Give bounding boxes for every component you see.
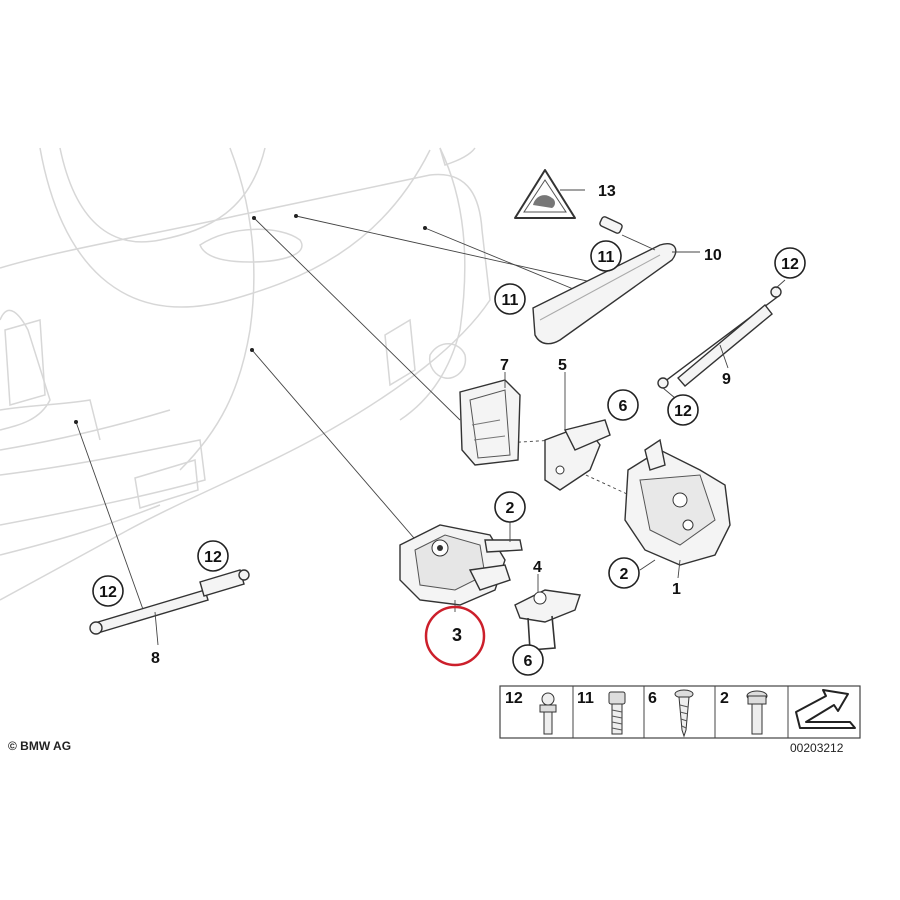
label-7: 7 <box>500 357 509 374</box>
diagram-number: 00203212 <box>790 741 844 755</box>
wood-screw-icon <box>674 689 694 738</box>
svg-text:2: 2 <box>506 500 515 517</box>
svg-text:11: 11 <box>598 249 615 266</box>
svg-text:11: 11 <box>502 292 519 309</box>
callout-12-right-bottom: 12 <box>667 394 699 426</box>
label-1: 1 <box>672 581 681 598</box>
callout-11-left: 11 <box>494 283 526 315</box>
gas-strut-right <box>657 279 786 399</box>
copyright-text: © BMW AG <box>8 739 71 753</box>
label-9: 9 <box>722 371 731 388</box>
label-4: 4 <box>533 559 542 576</box>
hex-bolt-icon <box>608 691 626 735</box>
callout-12-right-top: 12 <box>774 247 806 279</box>
bracket-part-7 <box>459 372 521 466</box>
legend-label-2: 2 <box>720 690 729 707</box>
label-10: 10 <box>704 247 722 264</box>
warning-label-part <box>514 169 585 219</box>
svg-text:12: 12 <box>99 584 117 601</box>
callout-2-top: 2 <box>494 491 526 523</box>
callouts: 11 11 12 12 12 12 6 6 <box>92 183 806 676</box>
callout-6-bottom: 6 <box>512 644 544 676</box>
car-body-outline <box>0 147 491 601</box>
svg-text:3: 3 <box>452 625 462 645</box>
arrow-icon <box>795 689 856 729</box>
svg-text:12: 12 <box>674 403 692 420</box>
legend-label-6: 6 <box>648 690 657 707</box>
flange-bolt-icon <box>746 690 768 735</box>
legend-label-12: 12 <box>505 690 523 707</box>
fastener-legend: 12 11 6 2 <box>499 685 861 739</box>
label-5: 5 <box>558 357 567 374</box>
svg-text:6: 6 <box>524 653 533 670</box>
svg-text:12: 12 <box>204 549 222 566</box>
callout-12-left-bottom: 12 <box>92 575 124 607</box>
label-8: 8 <box>151 650 160 667</box>
svg-text:2: 2 <box>620 566 629 583</box>
callout-12-left-top: 12 <box>197 540 229 572</box>
lock-part-1 <box>624 438 731 579</box>
striker-part-4 <box>514 574 581 661</box>
legend-label-11: 11 <box>577 690 594 707</box>
handle-part <box>532 216 700 345</box>
callout-3-highlighted: 3 <box>424 605 486 667</box>
callout-2-right: 2 <box>608 557 640 589</box>
hinge-part-5 <box>544 372 611 491</box>
latch-part-3 <box>399 522 523 612</box>
svg-text:12: 12 <box>781 256 799 273</box>
callout-11-top: 11 <box>590 240 622 272</box>
callout-6-top: 6 <box>607 389 639 421</box>
svg-text:6: 6 <box>619 398 628 415</box>
label-13: 13 <box>598 183 616 200</box>
ball-stud-icon <box>539 692 557 735</box>
gas-strut-left <box>89 569 250 646</box>
